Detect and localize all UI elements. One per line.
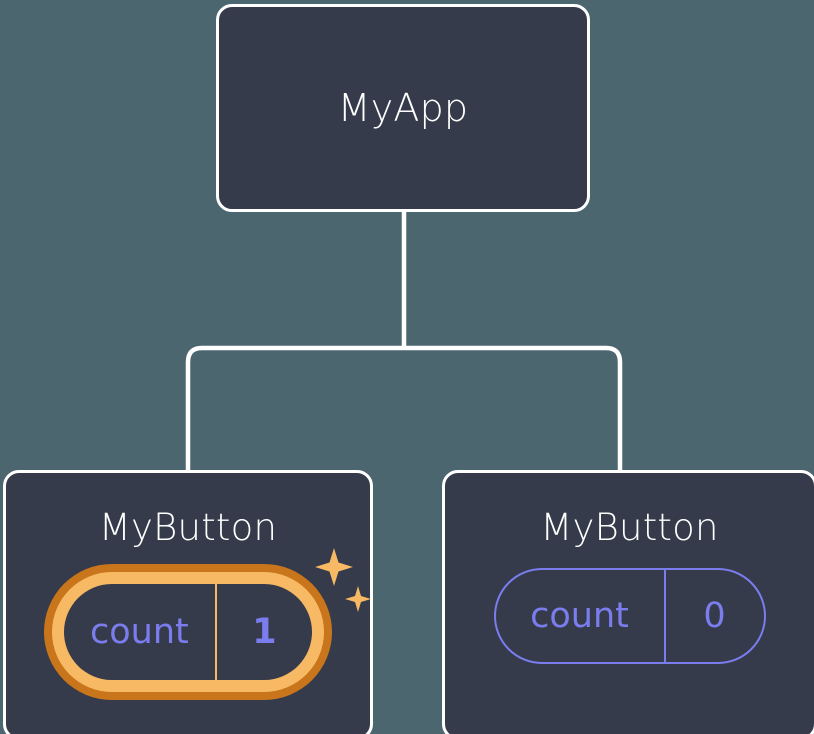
state-pill-row-right: count 0 xyxy=(493,568,766,664)
sparkle-small-icon xyxy=(345,586,371,612)
node-title-mybutton-left: MyButton xyxy=(98,506,278,549)
state-value-right: 0 xyxy=(663,570,764,662)
node-card-mybutton-left[interactable]: MyButton count 1 xyxy=(3,470,373,734)
node-card-myapp[interactable]: MyApp xyxy=(216,4,590,212)
state-key-right: count xyxy=(530,595,629,636)
state-pill-highlighted[interactable]: count 1 xyxy=(44,548,371,700)
state-pill-row-left: count 1 xyxy=(44,548,371,700)
node-card-mybutton-right[interactable]: MyButton count 0 xyxy=(442,470,814,734)
node-title-myapp: MyApp xyxy=(337,86,469,130)
state-value-left: 1 xyxy=(214,584,312,680)
sparkle-large-icon xyxy=(315,548,353,586)
node-title-mybutton-right: MyButton xyxy=(540,506,719,549)
state-pill-left[interactable]: count 1 xyxy=(64,584,312,680)
state-pill-right[interactable]: count 0 xyxy=(493,568,766,664)
state-key-left: count xyxy=(90,611,189,652)
